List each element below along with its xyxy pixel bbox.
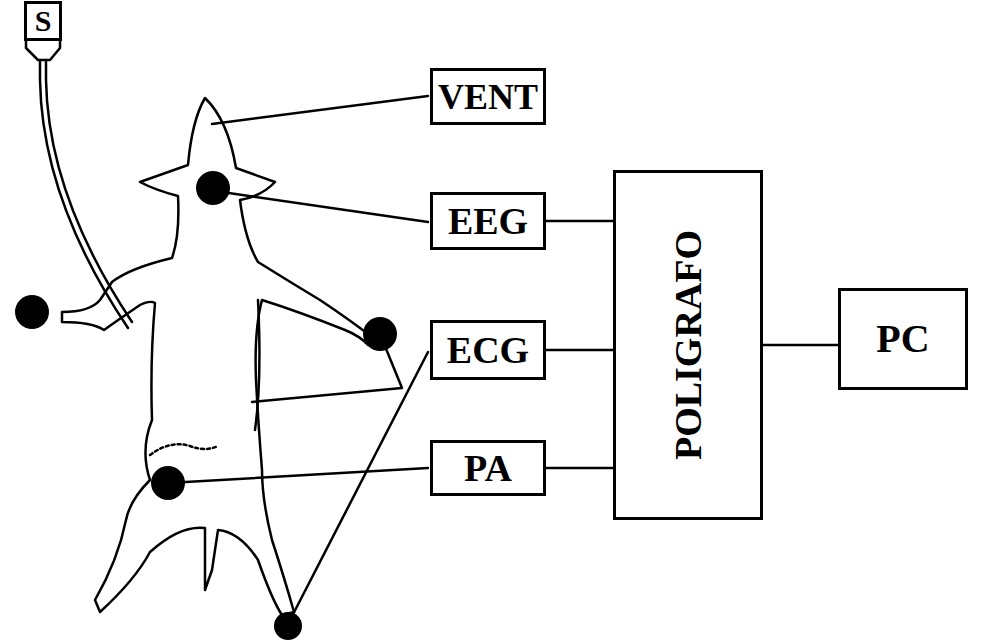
ecg-wire [288,352,428,624]
computer-box: PC [838,288,968,390]
rat-outline [62,98,376,615]
box-label: POLIGRAFO [669,230,707,460]
box-label: EEG [448,202,528,240]
eeg-electrode [196,171,230,205]
box-label: PC [876,319,929,359]
box-label: ECG [447,331,529,369]
signal-box: PA [430,440,546,496]
vent-wire [212,96,428,124]
limb-electrode [15,295,49,329]
infusion-tube [40,60,128,328]
signal-box: EEG [430,192,546,250]
rat-flank [255,300,259,430]
box-label: S [35,6,52,36]
box-label: VENT [438,79,538,115]
eeg-wire [222,192,428,222]
bottle-label-box: S [24,1,62,41]
rat-hip [150,444,218,455]
limb-electrode [274,612,302,640]
polygraph-box: POLIGRAFO [613,170,763,520]
signal-cable [546,349,613,352]
signal-cable [546,220,613,223]
box-label: PA [464,449,512,487]
infusion-tube [46,60,132,322]
signal-cable [546,467,613,470]
pa-wire [168,468,428,483]
signal-cable [763,344,838,347]
signal-box: ECG [430,320,546,380]
device-box: VENT [430,68,546,125]
ecg-wire [252,334,402,402]
